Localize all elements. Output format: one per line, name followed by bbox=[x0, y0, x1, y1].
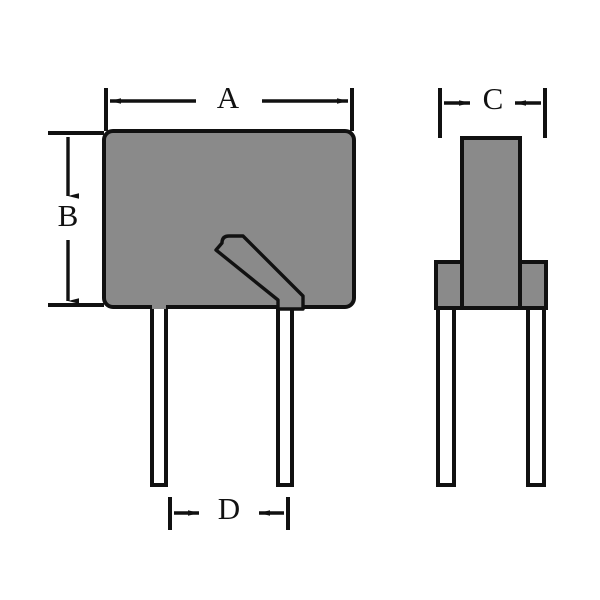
side-view-lead-right bbox=[526, 298, 546, 487]
front-view-lead-right bbox=[276, 298, 294, 487]
front-view-lead-left-shoulder bbox=[152, 300, 166, 309]
dimension-b-group: B bbox=[48, 131, 104, 307]
side-view-group: C bbox=[434, 81, 548, 487]
dimension-c-group: C bbox=[438, 81, 547, 138]
dimension-a-group: A bbox=[104, 80, 354, 131]
front-view-lead-left bbox=[150, 298, 168, 487]
side-view-lead-left bbox=[436, 298, 456, 487]
dimension-a-label: A bbox=[217, 80, 240, 115]
dimension-d-label: D bbox=[218, 491, 240, 526]
dimension-c-label: C bbox=[483, 81, 504, 116]
front-view-body bbox=[102, 129, 356, 309]
side-view-body bbox=[460, 136, 522, 310]
dimension-b-label: B bbox=[58, 198, 79, 233]
front-view-group: A B D bbox=[48, 80, 356, 530]
dimension-d-group: D bbox=[168, 491, 290, 530]
internal-bent-lead bbox=[214, 234, 305, 311]
